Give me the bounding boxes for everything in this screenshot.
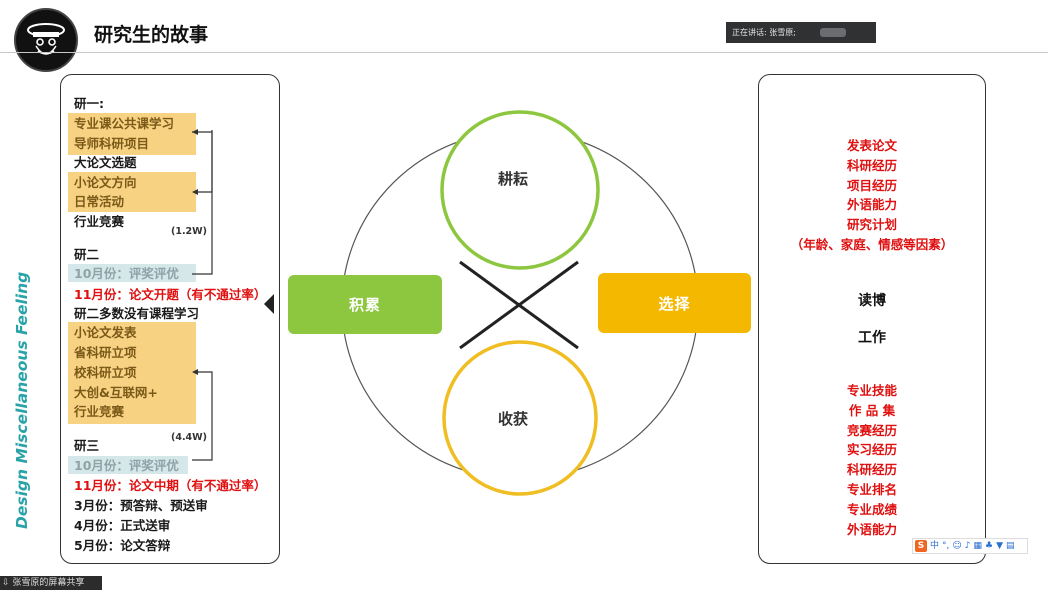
- year2-item: 小论文发表: [74, 325, 137, 340]
- header-divider: [0, 52, 1048, 53]
- logo-face-icon: [27, 23, 65, 55]
- top-circle: [440, 110, 600, 270]
- speaker-indicator: 正在讲话: 张雪原;: [726, 22, 876, 43]
- highlight-box-1: [68, 113, 196, 155]
- right-item: 项目经历: [846, 177, 897, 193]
- year3-title: 研三: [74, 438, 100, 453]
- right-bottom-list: 专业技能 作 品 集 竞赛经历 实习经历 科研经历 专业排名 专业成绩 外语能力: [760, 381, 984, 539]
- year1-item: 导师科研项目: [74, 136, 150, 151]
- year3-award: 10月份：评奖评优: [74, 458, 179, 473]
- choose-label: 选择: [658, 294, 691, 313]
- year1-title: 研一:: [74, 96, 104, 111]
- amount-label-1: (1.2W): [171, 226, 207, 237]
- right-item: 研究计划: [846, 217, 897, 233]
- right-item: 作 品 集: [848, 402, 896, 418]
- year1-item: 行业竞赛: [74, 214, 125, 229]
- option-phd: 读博: [858, 293, 886, 309]
- year2-red-item: 11月份：论文开题（有不通过率）: [74, 287, 267, 302]
- right-item: 专业排名: [846, 481, 897, 497]
- year1-item: 小论文方向: [74, 175, 137, 190]
- year3-red-item: 11月份：论文中期（有不通过率）: [74, 478, 267, 493]
- cycle-diagram: [341, 110, 699, 496]
- year2-item: 校科研立项: [74, 365, 137, 380]
- right-item: 外语能力: [846, 521, 897, 537]
- left-timeline-panel: [60, 74, 280, 564]
- ime-grid-icon[interactable]: ▤: [1006, 541, 1015, 551]
- ime-keyboard-icon[interactable]: ▦: [973, 541, 983, 551]
- year2-title: 研二: [74, 247, 100, 262]
- vertical-watermark: Design Miscellaneous Feeling: [13, 271, 31, 529]
- ime-toolbar[interactable]: S 中 °, ☺ ♪ ▦ ♣ ▼ ▤: [912, 538, 1028, 554]
- right-item: 科研经历: [846, 462, 897, 478]
- ime-skin-icon[interactable]: ♣: [985, 541, 994, 551]
- year1-item: 日常活动: [74, 194, 125, 209]
- right-item: 实习经历: [846, 442, 897, 458]
- year3-item: 4月份：正式送审: [74, 518, 171, 533]
- screen-share-bar[interactable]: ⇩ 张雪原的屏幕共享: [0, 576, 102, 590]
- bottom-circle: [442, 340, 598, 496]
- year2-item: 行业竞赛: [74, 404, 125, 419]
- amount-label-2: (4.4W): [171, 432, 207, 443]
- accumulate-label: 积累: [348, 296, 381, 314]
- accumulate-box: 积累: [288, 275, 442, 334]
- page-title: 研究生的故事: [94, 24, 209, 46]
- bracket-connectors: [192, 129, 213, 461]
- right-item: （年龄、家庭、情感等因素）: [790, 236, 954, 252]
- ime-shirt-icon[interactable]: ▼: [996, 541, 1004, 551]
- right-outcome-panel: [758, 74, 986, 564]
- award-box-1: [68, 264, 196, 282]
- ime-punct-icon[interactable]: °,: [942, 541, 950, 551]
- right-item: 专业技能: [846, 383, 897, 398]
- choose-box: 选择: [598, 273, 751, 333]
- year3-item: 3月份：预答辩、预送审: [74, 498, 208, 513]
- year2-item: 省科研立项: [74, 345, 137, 360]
- right-item: 发表论文: [846, 138, 897, 153]
- right-top-list: 发表论文 科研经历 项目经历 外语能力 研究计划 （年龄、家庭、情感等因素）: [760, 136, 984, 255]
- channel-logo: [14, 8, 78, 72]
- highlight-box-3: [68, 322, 196, 424]
- year1-item: 大论文选题: [74, 155, 137, 170]
- speaker-text: 正在讲话: 张雪原;: [732, 28, 796, 37]
- share-text: 张雪原的屏幕共享: [12, 578, 85, 588]
- bottom-label: 收获: [498, 410, 529, 428]
- ime-mic-icon[interactable]: ♪: [964, 541, 971, 551]
- award-box-2: [68, 456, 188, 474]
- right-item: 专业成绩: [846, 501, 897, 517]
- option-work: 工作: [858, 330, 886, 346]
- year2-award: 10月份：评奖评优: [74, 266, 179, 281]
- top-label: 耕耘: [498, 170, 529, 188]
- ime-emoji-icon[interactable]: ☺: [952, 541, 962, 551]
- cross-line-2: [459, 260, 579, 350]
- year1-item: 专业课公共课学习: [74, 116, 175, 131]
- right-item: 科研经历: [846, 157, 897, 173]
- right-item: 外语能力: [846, 197, 897, 213]
- share-icon: ⇩: [2, 578, 13, 588]
- right-item: 竞赛经历: [846, 422, 897, 438]
- ime-logo-icon[interactable]: S: [915, 540, 927, 552]
- year3-item: 5月份：论文答辩: [74, 538, 171, 553]
- left-arrow-icon: [264, 294, 274, 314]
- ime-mode[interactable]: 中: [930, 541, 940, 551]
- year2-item: 大创&互联网+: [74, 385, 158, 400]
- highlight-box-2: [68, 172, 196, 212]
- speaker-avatar-blur: [820, 28, 846, 37]
- year2-note: 研二多数没有课程学习: [74, 306, 200, 321]
